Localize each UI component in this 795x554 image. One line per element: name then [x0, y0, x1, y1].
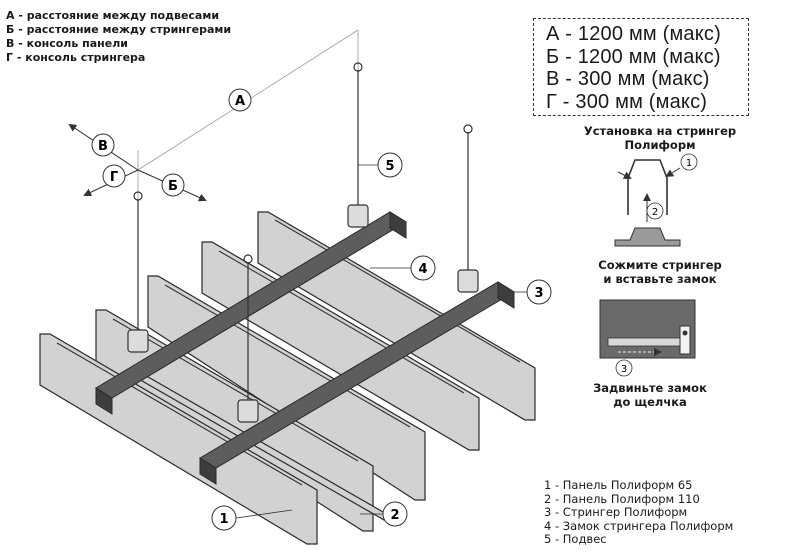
spec-item: А - 1200 мм (макс): [546, 23, 721, 45]
svg-text:2: 2: [652, 207, 658, 218]
legend-parts: 1 - Панель Полиформ 65 2 - Панель Полифо…: [544, 478, 734, 547]
svg-text:2: 2: [390, 508, 399, 523]
legend-part-item: 1 - Панель Полиформ 65: [544, 478, 693, 492]
svg-text:3: 3: [534, 286, 543, 301]
spec-item: Г - 300 мм (макс): [546, 90, 708, 113]
legend-dimensions: А - расстояние между подвесами Б - расст…: [6, 9, 231, 65]
callout-1: 1: [211, 505, 293, 531]
legend-part-item: 5 - Подвес: [544, 532, 607, 546]
dimension-label-g: Г: [102, 164, 126, 188]
legend-dimension-item: А - расстояние между подвесами: [6, 9, 220, 22]
dimension-label-a: А: [228, 88, 252, 112]
svg-text:В: В: [98, 139, 108, 154]
hangers: [127, 62, 479, 423]
svg-text:Г: Г: [110, 170, 118, 185]
steps-title: Установка на стрингер Полиформ: [583, 124, 737, 152]
svg-text:3: 3: [621, 364, 627, 375]
panel-slits: [56, 219, 521, 486]
legend-dimension-item: В - консоль панели: [6, 37, 128, 50]
legend-dimension-item: Г - консоль стрингера: [6, 51, 146, 64]
callout-5: 5: [358, 152, 403, 178]
legend-dimension-item: Б - расстояние между стрингерами: [6, 23, 232, 36]
dimension-label-v: В: [91, 133, 115, 157]
legend-part-item: 4 - Замок стрингера Полиформ: [544, 518, 734, 533]
spec-item: Б - 1200 мм (макс): [546, 45, 721, 68]
legend-part-item: 2 - Панель Полиформ 110: [544, 491, 700, 506]
callout-3: 3: [514, 279, 552, 305]
step-slide-illustration: 3: [599, 299, 696, 377]
svg-text:Б: Б: [168, 179, 178, 194]
svg-text:А: А: [235, 94, 245, 109]
svg-text:1: 1: [686, 158, 692, 169]
callout-4: 4: [370, 255, 436, 281]
svg-text:4: 4: [418, 262, 427, 277]
spec-item: В - 300 мм (макс): [546, 68, 710, 90]
svg-text:5: 5: [385, 159, 394, 174]
callout-2: 2: [360, 501, 408, 527]
step2-caption: Сожмите стрингер и вставьте замок: [598, 258, 722, 286]
dimension-arrows: [68, 123, 207, 202]
dimension-label-b: Б: [161, 173, 185, 197]
svg-text:1: 1: [219, 512, 228, 527]
step3-caption: Задвиньте замок до щелчка: [593, 381, 707, 409]
spec-box: А - 1200 мм (макс) Б - 1200 мм (макс) В …: [533, 18, 749, 116]
stringer-back: [95, 211, 407, 415]
step-squeeze-illustration: 1 2: [614, 153, 698, 247]
legend-part-item: 3 - Стрингер Полиформ: [544, 505, 688, 519]
